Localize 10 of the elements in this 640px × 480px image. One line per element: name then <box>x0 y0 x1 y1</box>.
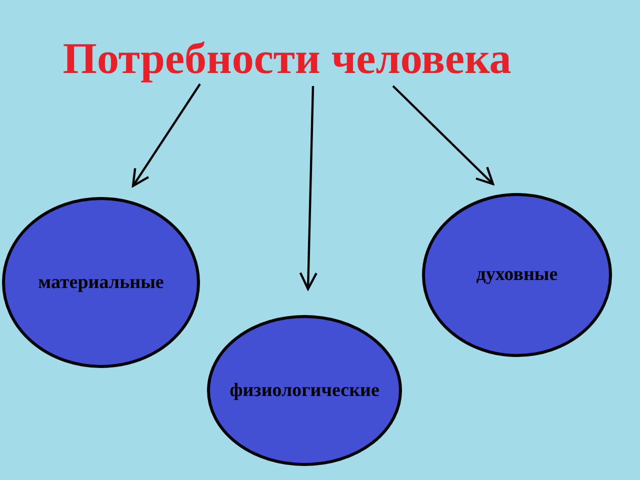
arrow <box>132 83 201 188</box>
ellipse-node <box>2 197 200 368</box>
node-label: физиологические <box>230 380 380 402</box>
arrow <box>392 85 494 186</box>
title-text: Потребности человека <box>62 37 512 81</box>
ellipse-node <box>422 193 612 357</box>
node-label: материальные <box>38 272 164 294</box>
arrow <box>299 86 318 290</box>
ellipse-node <box>207 315 402 466</box>
node-label: духовные <box>476 264 558 286</box>
